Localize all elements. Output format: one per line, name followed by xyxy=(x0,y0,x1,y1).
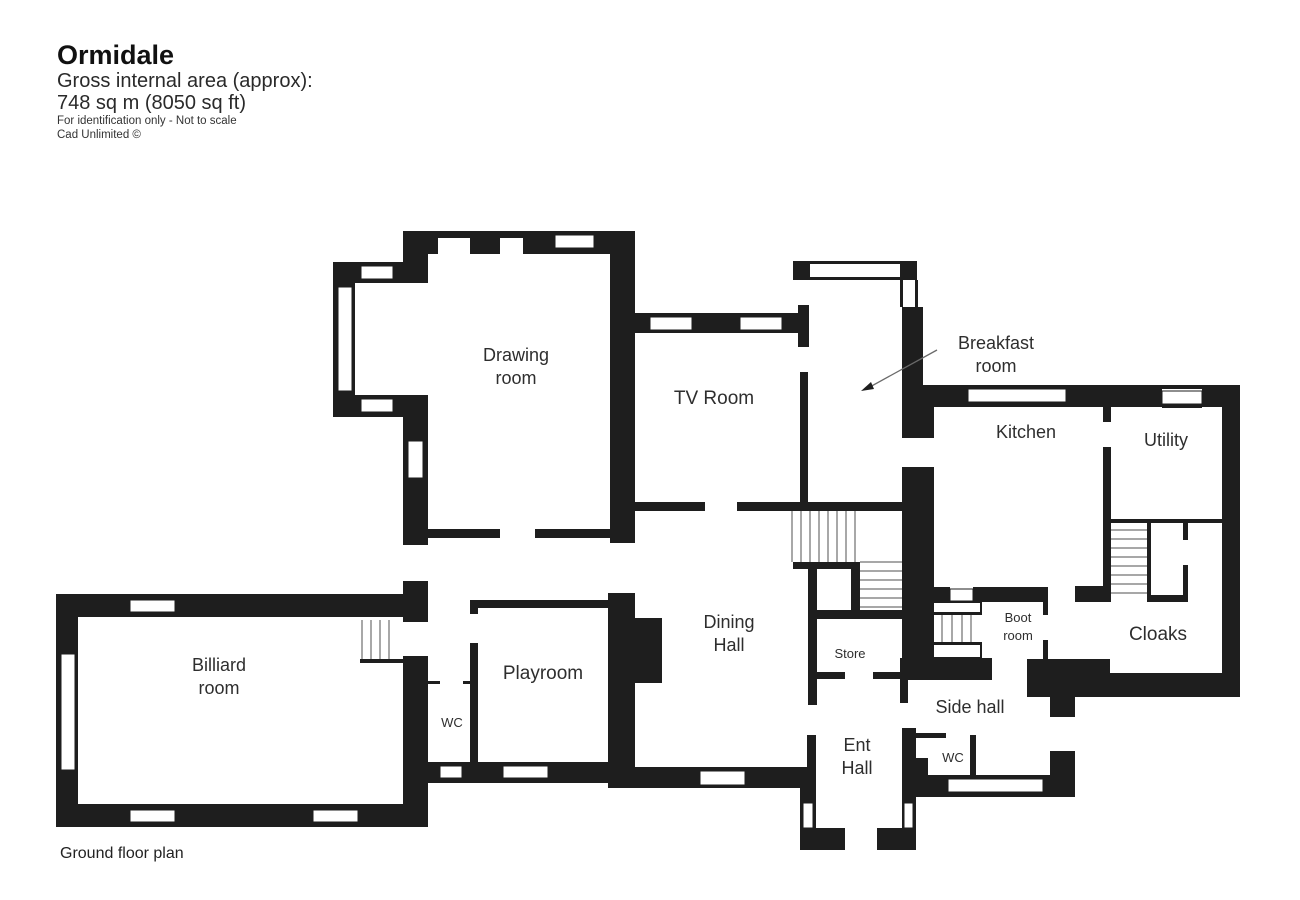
room-label-billiard: Billiard xyxy=(192,655,246,675)
windows xyxy=(60,234,1203,829)
room-label-dining: Dining xyxy=(703,612,754,632)
room-label-dining-2: Hall xyxy=(713,635,744,655)
room-label-store: Store xyxy=(834,646,865,661)
walls xyxy=(56,231,1240,850)
stairs xyxy=(361,511,1147,659)
plan-header: Ormidale Gross internal area (approx): 7… xyxy=(57,40,313,142)
room-label-breakfast-2: room xyxy=(975,356,1016,376)
plan-caption: Ground floor plan xyxy=(60,845,184,862)
room-label-ent-hall-2: Hall xyxy=(841,758,872,778)
room-label-cloaks: Cloaks xyxy=(1129,624,1187,645)
room-label-utility: Utility xyxy=(1144,430,1188,450)
room-label-tv: TV Room xyxy=(674,388,754,409)
breakfast-pointer xyxy=(861,349,938,391)
room-label-kitchen: Kitchen xyxy=(996,422,1056,442)
room-label-boot-2: room xyxy=(1003,628,1033,643)
room-label-playroom: Playroom xyxy=(503,663,583,684)
area-value: 748 sq m (8050 sq ft) xyxy=(57,92,246,114)
room-label-ent-hall: Ent xyxy=(843,735,870,755)
room-label-drawing-2: room xyxy=(495,368,536,388)
room-label-wc-west: WC xyxy=(441,715,463,730)
property-title: Ormidale xyxy=(57,40,175,70)
room-label-drawing: Drawing xyxy=(483,345,549,365)
room-label-boot: Boot xyxy=(1005,610,1032,625)
disclaimer: For identification only - Not to scale xyxy=(57,115,237,127)
room-labels: Drawing room TV Room Breakfast room Kitc… xyxy=(192,333,1188,778)
room-label-billiard-2: room xyxy=(198,678,239,698)
area-label: Gross internal area (approx): xyxy=(57,70,313,92)
room-label-breakfast: Breakfast xyxy=(958,333,1034,353)
copyright: Cad Unlimited © xyxy=(57,129,141,141)
room-label-side-hall: Side hall xyxy=(935,697,1004,717)
room-label-wc-east: WC xyxy=(942,750,964,765)
